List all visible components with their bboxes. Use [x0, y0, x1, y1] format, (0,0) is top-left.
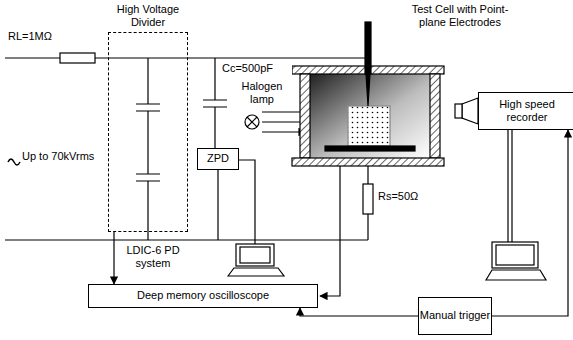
resistor-label: Rs=50Ω [378, 190, 428, 203]
oscilloscope-box: Deep memory oscilloscope [88, 284, 318, 308]
source-label: Up to 70kVrms [22, 150, 104, 163]
lamp-label: Halogen lamp [236, 80, 288, 106]
signal-connector [300, 308, 418, 316]
computer-icon [486, 130, 546, 280]
signal-connector [113, 232, 114, 284]
ground-wire [5, 239, 368, 240]
box-label: Manual trigger [420, 309, 490, 322]
halogen-lamp [245, 112, 306, 132]
resistor-symbol [60, 53, 95, 63]
recorder-box: High speed recorder [478, 92, 573, 130]
signal-wire [320, 166, 340, 296]
computer-icon [228, 244, 284, 276]
group-heading: High Voltage Divider [108, 2, 188, 29]
dashed-border [108, 32, 188, 232]
capacitor-label: Cc=500pF [222, 62, 292, 75]
box-label: High speed recorder [479, 98, 573, 124]
divider-capacitors [136, 58, 160, 240]
cell-label: Test Cell with Point-plane Electrodes [410, 3, 510, 29]
camera-icon [455, 98, 478, 124]
box-label: ZPD [207, 152, 229, 165]
resistor-label: RL=1MΩ [8, 30, 78, 43]
trigger-box: Manual trigger [418, 297, 492, 335]
zpd-to-computer-wire [239, 160, 255, 244]
ac-source-symbol [8, 159, 20, 165]
divider-enclosure: High Voltage Divider [108, 2, 188, 232]
impedance-box: ZPD [197, 148, 239, 170]
test-cell [292, 22, 444, 166]
box-label: Deep memory oscilloscope [137, 289, 269, 302]
system-label: LDIC-6 PD system [124, 244, 182, 270]
signal-connector [492, 130, 568, 316]
resistor-symbol [363, 184, 373, 214]
